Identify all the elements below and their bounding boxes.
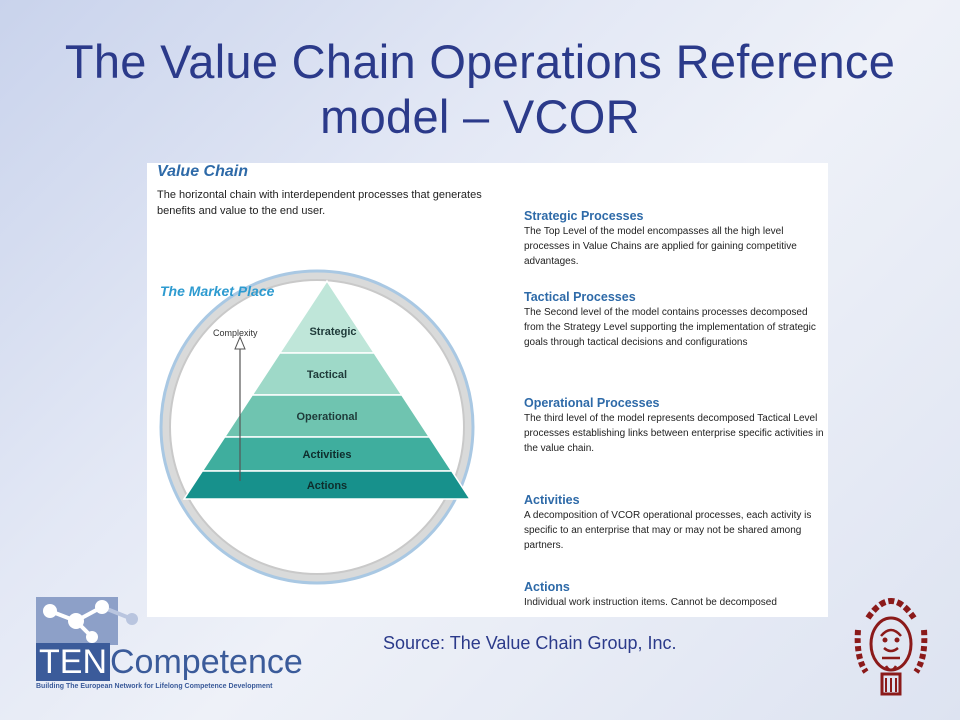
legend-activities-title: Activities bbox=[524, 493, 580, 507]
legend-strategic: Strategic Processes The Top Level of the… bbox=[524, 208, 824, 269]
legend-tactical-title: Tactical Processes bbox=[524, 290, 636, 304]
legend-actions-title: Actions bbox=[524, 580, 570, 594]
legend-strategic-title: Strategic Processes bbox=[524, 209, 644, 223]
logo-competence: Competence bbox=[110, 643, 303, 681]
pyramid-label-operational: Operational bbox=[296, 411, 357, 423]
university-seal-icon bbox=[854, 598, 928, 696]
legend-tactical: Tactical Processes The Second level of t… bbox=[524, 289, 824, 350]
tencompetence-logo: TENCompetence Building The European Netw… bbox=[36, 597, 326, 695]
value-chain-title: Value Chain bbox=[157, 163, 248, 180]
pyramid-label-tactical: Tactical bbox=[307, 369, 347, 381]
pyramid: StrategicTacticalOperationalActivitiesAc… bbox=[182, 279, 472, 500]
pyramid-label-activities: Activities bbox=[303, 449, 352, 461]
pyramid-label-strategic: Strategic bbox=[309, 326, 356, 338]
legend-activities-text: A decomposition of VCOR operational proc… bbox=[524, 510, 812, 551]
logo-tagline: Building The European Network for Lifelo… bbox=[36, 683, 273, 690]
value-chain-description: The horizontal chain with interdependent… bbox=[157, 189, 482, 217]
legend-operational-text: The third level of the model represents … bbox=[524, 413, 824, 454]
legend-actions: Actions Individual work instruction item… bbox=[524, 579, 824, 610]
legend-strategic-text: The Top Level of the model encompasses a… bbox=[524, 226, 797, 267]
complexity-arrow-head bbox=[234, 335, 246, 350]
complexity-label: Complexity bbox=[213, 328, 258, 338]
source-caption: Source: The Value Chain Group, Inc. bbox=[383, 633, 677, 653]
vcor-figure: Value Chain The horizontal chain with in… bbox=[147, 163, 828, 617]
logo-wordmark: TENCompetence bbox=[36, 642, 303, 682]
market-place-diagram: StrategicTacticalOperationalActivitiesAc… bbox=[159, 269, 475, 585]
legend-operational: Operational Processes The third level of… bbox=[524, 395, 824, 456]
legend-tactical-text: The Second level of the model contains p… bbox=[524, 307, 816, 348]
logo-ten: TEN bbox=[36, 643, 110, 681]
molecule-icon bbox=[36, 597, 138, 645]
pyramid-level-actions bbox=[182, 470, 472, 500]
pyramid-label-actions: Actions bbox=[307, 480, 347, 492]
slide-title-text: The Value Chain Operations Reference mod… bbox=[64, 35, 896, 143]
slide-title: The Value Chain Operations Reference mod… bbox=[0, 34, 960, 144]
legend-actions-text: Individual work instruction items. Canno… bbox=[524, 597, 777, 608]
legend-operational-title: Operational Processes bbox=[524, 396, 660, 410]
market-place-title: The Market Place bbox=[160, 283, 275, 299]
legend-activities: Activities A decomposition of VCOR opera… bbox=[524, 492, 824, 553]
